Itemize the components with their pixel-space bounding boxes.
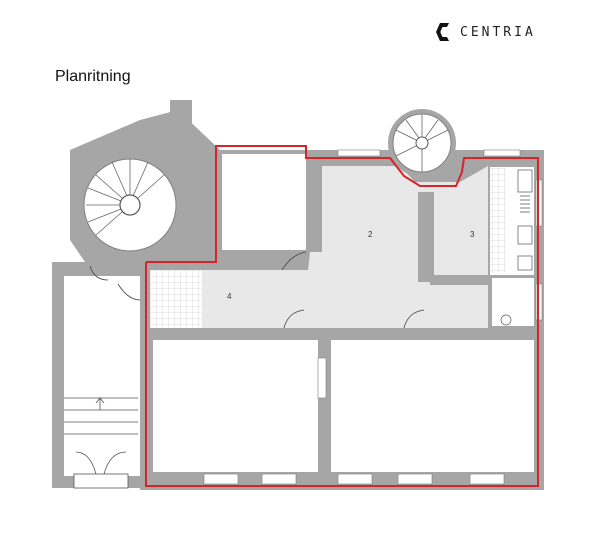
room-3-label: 3 [470, 230, 475, 239]
bathroom [492, 278, 534, 326]
spiral-stair-right [388, 109, 456, 177]
tiled-entry [150, 270, 202, 328]
room-4-label: 4 [227, 292, 232, 301]
rooms [64, 154, 534, 476]
apartment-boundary [145, 145, 539, 487]
spiral-stair-left [83, 158, 177, 252]
room-upper-left [222, 154, 306, 250]
page-title: Planritning [55, 68, 131, 85]
room-2-floor [150, 166, 488, 328]
c-logo-icon [436, 23, 449, 41]
room-lower-right [331, 340, 534, 472]
kitchen-counter [490, 168, 506, 272]
brand-logo: CENTRIA [434, 20, 536, 44]
shared-floor [150, 166, 534, 328]
stair-hall [64, 276, 140, 476]
fixtures [500, 169, 533, 326]
stair-hall-details [64, 397, 138, 489]
room-2-label: 2 [368, 230, 373, 239]
room-lower-left [153, 340, 318, 472]
brand-name: CENTRIA [460, 24, 536, 40]
corridor-pillar [418, 192, 434, 282]
door-swings [89, 251, 425, 329]
